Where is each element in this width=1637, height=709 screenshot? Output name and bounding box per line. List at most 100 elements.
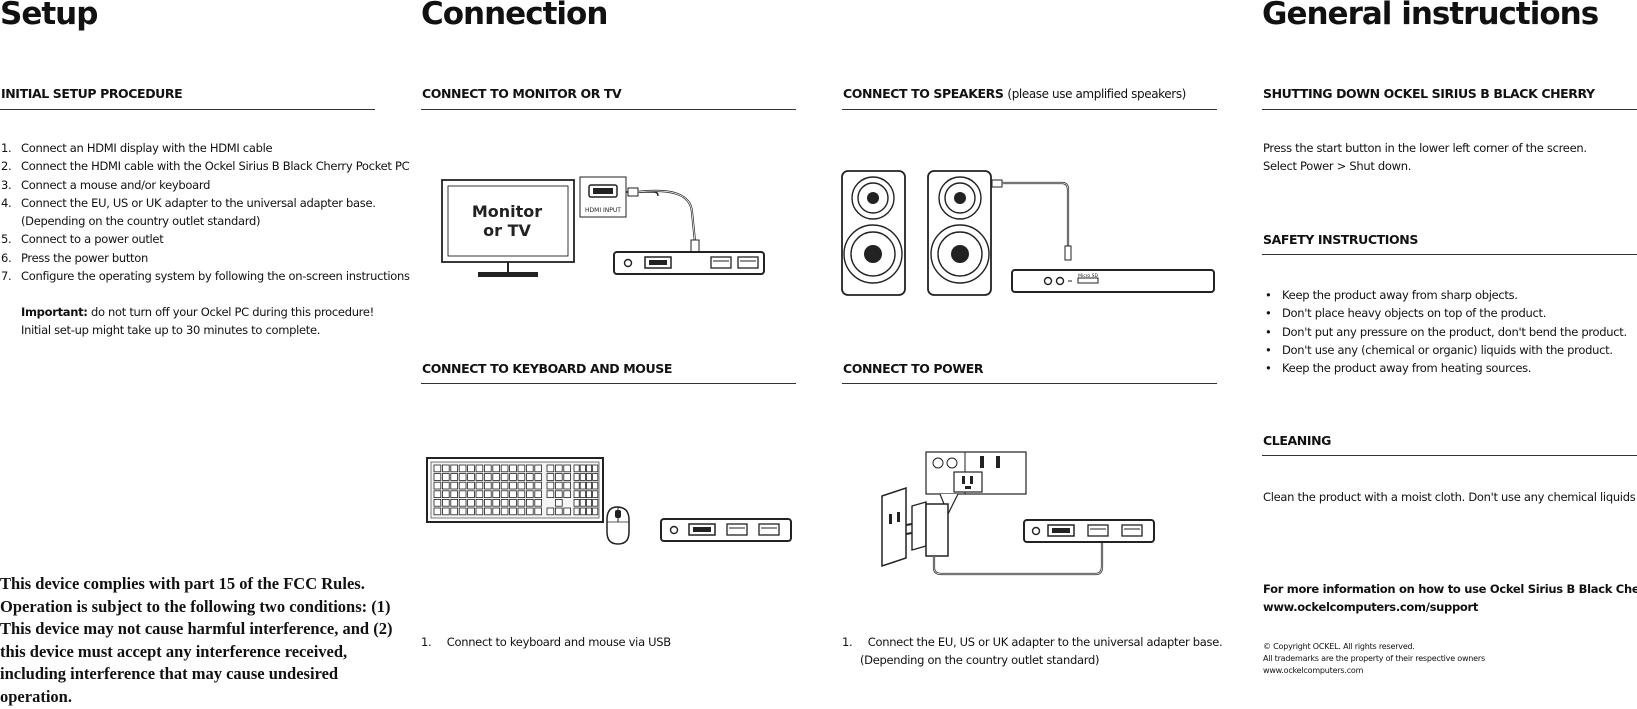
speaker-icon xyxy=(841,170,906,296)
pocket-pc-icon xyxy=(1023,519,1155,543)
keyboard-key xyxy=(579,499,586,507)
keyboard-key xyxy=(500,507,509,516)
keyboard-key xyxy=(592,499,599,507)
keyboard-key xyxy=(484,464,492,473)
keyboard-key xyxy=(492,490,501,498)
setup-title: Setup xyxy=(0,0,98,32)
more-info-text: For more information on how to use Ockel… xyxy=(1263,582,1637,596)
keyboard-key xyxy=(546,481,555,490)
keyboard-key xyxy=(517,499,526,507)
keyboard-key xyxy=(585,481,592,490)
keyboard-key xyxy=(526,490,534,498)
power-step-text: Connect the EU, US or UK adapter to the … xyxy=(867,635,1223,649)
keyboard-key xyxy=(475,464,484,473)
fcc-line: This device may not cause harmful interf… xyxy=(0,619,393,639)
keyboard-key xyxy=(534,473,543,481)
keyboard-step-number: 1. xyxy=(421,635,432,649)
keyboard-key xyxy=(546,464,555,473)
keyboard-key xyxy=(441,507,450,516)
keyboard-key xyxy=(441,490,450,498)
keyboard-key xyxy=(573,481,580,490)
keyboard-key xyxy=(563,481,572,490)
keyboard-key xyxy=(585,473,592,481)
keyboard-key xyxy=(579,464,586,473)
setup-step: 3.Connect a mouse and/or keyboard xyxy=(1,177,211,192)
keyboard-key xyxy=(492,499,501,507)
important-note: Important: do not turn off your Ockel PC… xyxy=(21,303,374,321)
keyboard-key xyxy=(546,490,555,498)
monitor-label: Monitor xyxy=(472,202,542,221)
keyboard-key xyxy=(484,507,492,516)
fcc-statement: This device complies with part 15 of the… xyxy=(0,573,392,709)
keyboard-key xyxy=(492,481,501,490)
keyboard-key xyxy=(579,507,586,516)
keyboard-key xyxy=(475,507,484,516)
keyboard-key xyxy=(509,490,517,498)
keyboard-key xyxy=(500,499,509,507)
section-divider xyxy=(421,109,796,110)
hdmi-cable xyxy=(637,189,700,253)
speakers-heading-title: CONNECT TO SPEAKERS xyxy=(843,86,1004,101)
power-step-line2: (Depending on the country outlet standar… xyxy=(860,653,1100,667)
shutdown-text: Press the start button in the lower left… xyxy=(1263,141,1587,155)
hdmi-port-callout: HDMI INPUT xyxy=(579,176,627,218)
keyboard-key xyxy=(517,473,526,481)
fcc-line: including interference that may cause un… xyxy=(0,664,339,684)
keyboard-heading: CONNECT TO KEYBOARD AND MOUSE xyxy=(422,361,672,376)
monitor-icon xyxy=(441,179,575,277)
setup-steps-list: 1.Connect an HDMI display with the HDMI … xyxy=(1,139,410,285)
keyboard-key xyxy=(585,490,592,498)
keyboard-key xyxy=(573,490,580,498)
support-link[interactable]: www.ockelcomputers.com/support xyxy=(1263,600,1479,614)
keyboard-key xyxy=(433,499,442,507)
cleaning-text: Clean the product with a moist cloth. Do… xyxy=(1263,490,1637,504)
keyboard-key xyxy=(509,464,517,473)
keyboard-key xyxy=(500,473,509,481)
keyboard-key xyxy=(592,507,599,516)
speaker-icon xyxy=(927,170,992,296)
setup-step: 6.Press the power button xyxy=(1,250,148,265)
keyboard-key xyxy=(467,473,475,481)
keyboard-step: 1. Connect to keyboard and mouse via USB xyxy=(421,633,671,651)
keyboard-key xyxy=(441,499,450,507)
setup-step: 2.Connect the HDMI cable with the Ockel … xyxy=(1,159,410,174)
keyboard-key xyxy=(458,490,467,498)
keyboard-keys xyxy=(433,464,599,516)
keyboard-connection-diagram xyxy=(426,457,792,545)
keyboard-key xyxy=(492,473,501,481)
keyboard-key xyxy=(534,499,543,507)
pocket-pc-icon xyxy=(660,518,792,542)
keyboard-key xyxy=(467,481,475,490)
keyboard-key xyxy=(450,473,458,481)
keyboard-key xyxy=(475,481,484,490)
website-link[interactable]: www.ockelcomputers.com xyxy=(1263,666,1364,675)
keyboard-key xyxy=(458,473,467,481)
wall-outlet-icon xyxy=(881,486,907,568)
important-label: Important: xyxy=(21,305,88,319)
hdmi-input-label: HDMI INPUT xyxy=(585,207,621,214)
keyboard-key xyxy=(467,499,475,507)
keyboard-key xyxy=(467,507,475,516)
keyboard-key xyxy=(573,464,580,473)
keyboard-key xyxy=(526,499,534,507)
keyboard-key xyxy=(458,481,467,490)
section-divider xyxy=(1262,109,1637,110)
section-divider xyxy=(0,109,375,110)
keyboard-key xyxy=(475,473,484,481)
keyboard-key xyxy=(585,499,592,507)
power-adapter-icon xyxy=(905,501,949,557)
safety-list: Keep the product away from sharp objects… xyxy=(1263,286,1627,378)
keyboard-key xyxy=(509,507,517,516)
cleaning-heading: CLEANING xyxy=(1263,433,1331,448)
keyboard-key xyxy=(554,499,563,507)
keyboard-key xyxy=(563,507,572,516)
pocket-pc-icon: Micro SD xyxy=(1011,269,1215,293)
keyboard-key xyxy=(585,507,592,516)
keyboard-key xyxy=(509,499,517,507)
keyboard-key xyxy=(546,473,555,481)
monitor-connection-diagram: Monitor or TV HDMI INPUT xyxy=(441,176,765,277)
keyboard-key xyxy=(534,464,543,473)
keyboard-key xyxy=(458,464,467,473)
monitor-heading: CONNECT TO MONITOR OR TV xyxy=(422,86,622,101)
keyboard-key xyxy=(509,473,517,481)
